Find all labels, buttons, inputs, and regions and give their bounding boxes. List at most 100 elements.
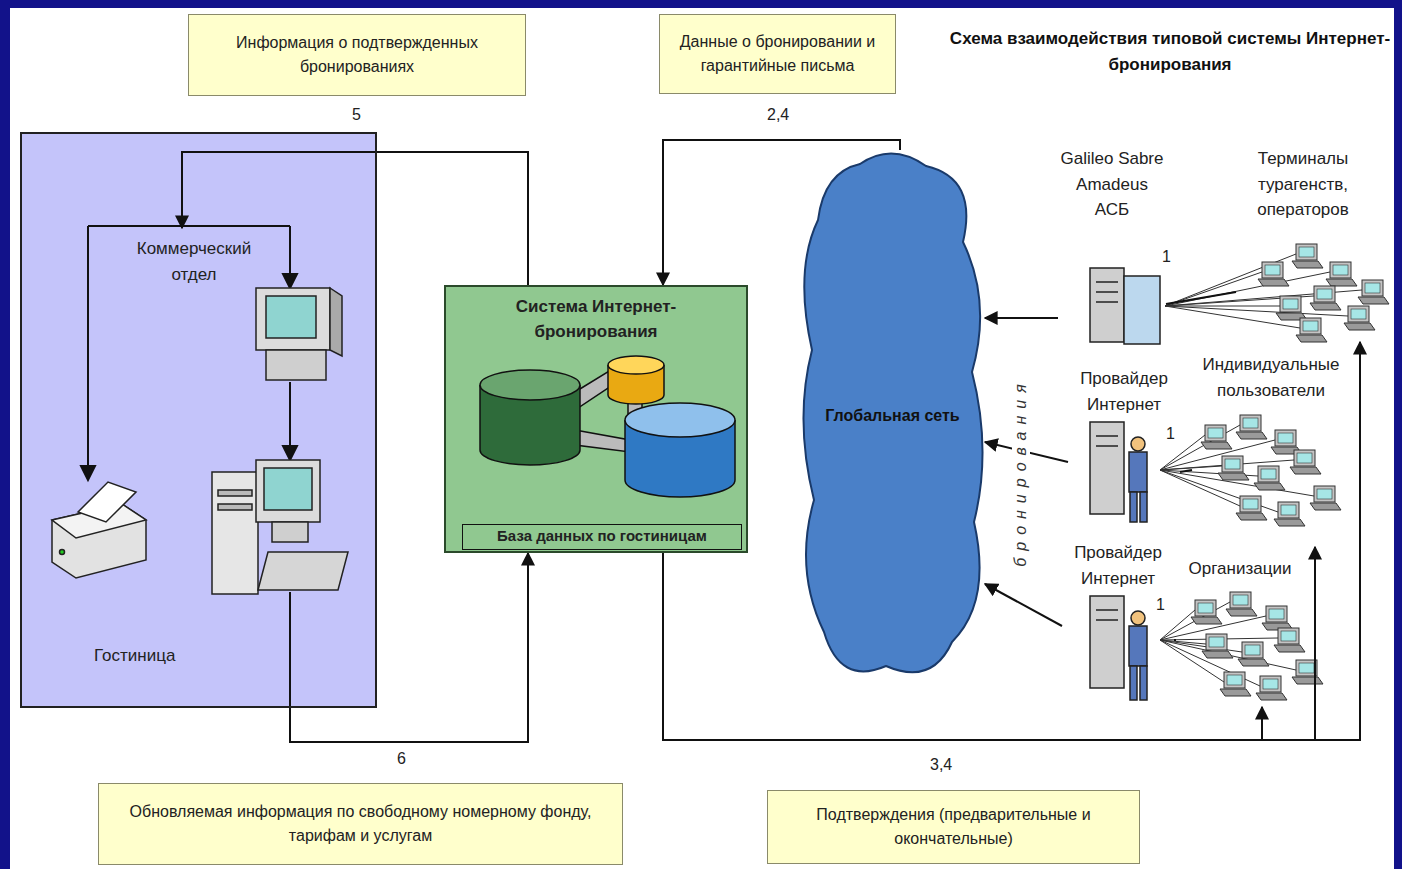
node-text: База данных по гостиницам [463, 525, 741, 547]
provider-server-icon [1090, 422, 1147, 522]
database-icon [480, 356, 735, 497]
terminal-monitor [1330, 262, 1351, 278]
terminal-monitor [1314, 486, 1335, 502]
terminal-screen [1209, 637, 1224, 647]
node-text: Провайдер Интернет [1062, 540, 1174, 591]
terminal-monitor [1242, 642, 1263, 658]
terminal-monitor [1300, 318, 1321, 334]
provider-server: Провайдер Интернет [1062, 540, 1174, 714]
keyboard-icon [1218, 473, 1249, 480]
callout-box: Данные о бронировании и гарантийные пись… [659, 14, 896, 94]
terminal-monitor [1314, 286, 1335, 302]
department-area: Коммерческий отдел [114, 228, 274, 292]
terminal-screen [1269, 609, 1284, 619]
node-text: Обновляемая информация по свободному ном… [109, 800, 612, 848]
keyboard-icon [1344, 323, 1375, 330]
monitor-icon [256, 288, 342, 380]
terminal-monitor [1195, 600, 1216, 616]
terminal-monitor [1294, 450, 1315, 466]
terminal-monitor [1240, 415, 1261, 431]
callout-number: 6 [397, 750, 406, 768]
keyboard-icon [1254, 483, 1285, 490]
connector [1166, 292, 1236, 304]
node-text: Гостиница [94, 646, 375, 666]
terminal-monitor [1230, 592, 1251, 608]
terminal-screen [1208, 428, 1223, 438]
terminal-screen [1227, 675, 1242, 685]
terminal-monitor [1296, 660, 1317, 676]
terminal-screen [1333, 265, 1348, 275]
fan-line [1160, 425, 1240, 470]
fan-line [1160, 470, 1314, 496]
node-text: Глобальная сеть [825, 403, 959, 429]
terminal-monitor [1296, 244, 1317, 260]
terminal-screen [1281, 505, 1296, 515]
keyboard-icon [1274, 519, 1305, 526]
system-box: Система Интернет- бронированияБаза данны… [444, 285, 748, 553]
fan-line [1165, 272, 1330, 306]
computer-icon [212, 460, 348, 594]
keyboard-icon [1220, 689, 1251, 696]
organization-group: Организации [1176, 556, 1304, 707]
terminal-monitor [1275, 430, 1296, 446]
connector [663, 140, 900, 285]
connector [985, 584, 1062, 626]
keyboard-icon [1256, 693, 1287, 700]
terminal-screen [1283, 299, 1298, 309]
connector [1174, 639, 1176, 641]
node-text: Терминалы турагенств, операторов [1236, 146, 1370, 223]
keyboard-icon [1238, 659, 1269, 666]
terminal-monitor [1224, 672, 1245, 688]
keyboard-icon [1292, 677, 1323, 684]
terminal-monitor [1258, 466, 1279, 482]
node-text: Организации [1176, 556, 1304, 582]
keyboard-icon [1258, 279, 1289, 286]
terminal-monitor [1278, 502, 1299, 518]
callout-box: Информация о подтвержденных бронирования… [188, 14, 526, 96]
system-fill [444, 285, 748, 553]
terminal-screen [1299, 247, 1314, 257]
callout-box: Подтверждения (предварительные и окончат… [767, 790, 1140, 864]
terminal-screen [1225, 459, 1240, 469]
keyboard-icon [1226, 609, 1257, 616]
keyboard-icon [1290, 467, 1321, 474]
connector [985, 317, 1058, 319]
connector [1180, 470, 1192, 472]
terminal-screen [1245, 645, 1260, 655]
hotel-fill [20, 132, 377, 708]
terminal-group: Терминалы турагенств, операторов [1236, 146, 1370, 342]
connector [182, 152, 528, 285]
terminal-monitor [1222, 456, 1243, 472]
user-group: Индивидуальные пользователи [1192, 352, 1350, 547]
terminal-monitor [1348, 306, 1369, 322]
terminal-monitor [1240, 496, 1261, 512]
keyboard-icon [1326, 279, 1357, 286]
callout-number: 1 [1162, 248, 1171, 266]
node-text: Данные о бронировании и гарантийные пись… [670, 30, 885, 78]
keyboard-icon [1191, 617, 1222, 624]
hotel-box: Гостиница Коммерческий отдел [20, 132, 377, 708]
diagram-title: Схема взаимодействия типовой системы Инт… [940, 26, 1400, 77]
network-cloud: Глобальная сеть [800, 150, 985, 682]
terminal-screen [1317, 489, 1332, 499]
terminal-monitor [1260, 676, 1281, 692]
connector [663, 553, 1262, 740]
server-icon [1090, 268, 1160, 344]
node-text: Информация о подтвержденных бронирования… [199, 31, 515, 79]
database-box: База данных по гостиницам [462, 524, 742, 550]
terminal-screen [1265, 265, 1280, 275]
page-ground [10, 8, 1394, 869]
terminal-screen [1233, 595, 1248, 605]
provider-server: Провайдер Интернет [1068, 366, 1180, 528]
callout-box: Обновляемая информация по свободному ном… [98, 783, 623, 865]
terminal-monitor [1205, 425, 1226, 441]
terminal-screen [1303, 321, 1318, 331]
keyboard-icon [1296, 335, 1327, 342]
keyboard-icon [1236, 513, 1267, 520]
keyboard-icon [1310, 503, 1341, 510]
terminal-monitor [1262, 262, 1283, 278]
terminal-monitor [1362, 280, 1383, 296]
callout-number: 3,4 [930, 756, 952, 774]
